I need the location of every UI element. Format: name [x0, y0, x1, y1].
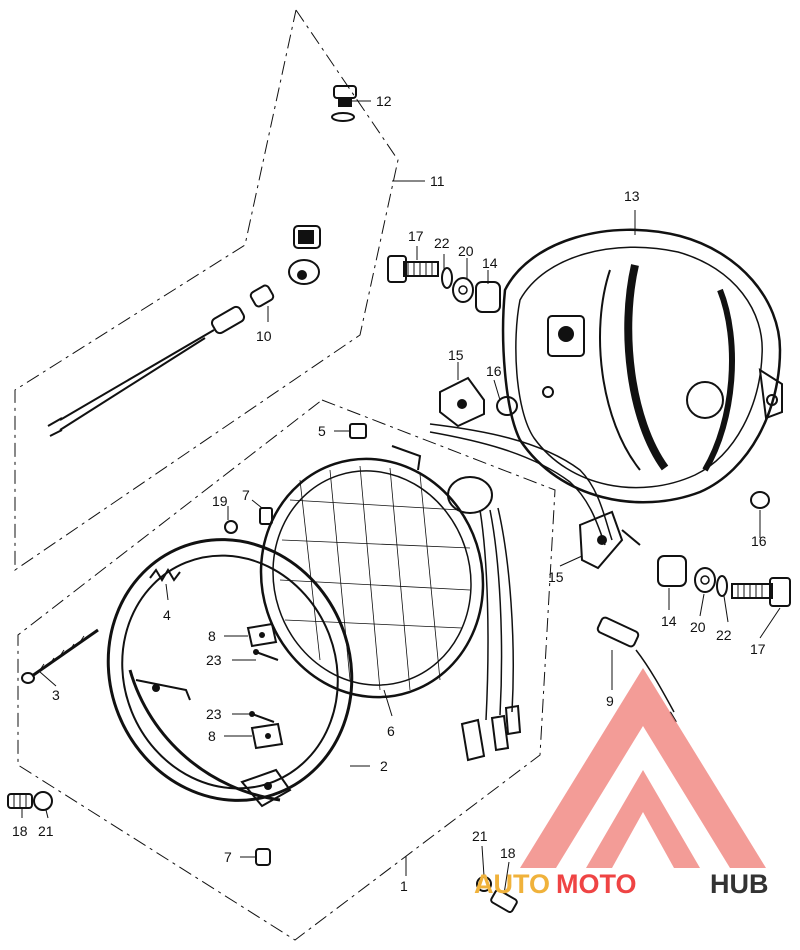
part-7-screw-lower — [255, 848, 271, 866]
label-8-upper: 8 — [208, 628, 216, 644]
label-14-lower: 14 — [661, 613, 677, 629]
lower-mount-hardware — [657, 555, 791, 607]
label-15-upper: 15 — [448, 347, 464, 363]
label-18-right: 18 — [500, 845, 516, 861]
part-23-screw-lower — [249, 711, 275, 723]
part-21-washer-left — [33, 791, 53, 811]
watermark-hub: HUB — [710, 869, 769, 899]
automotohub-logo — [520, 668, 766, 868]
label-7-upper: 7 — [242, 487, 250, 503]
label-11: 11 — [430, 173, 445, 189]
label-14-upper: 14 — [482, 255, 498, 271]
part-18-bolt-left — [7, 793, 33, 809]
label-17-upper: 17 — [408, 228, 424, 244]
part-6-sealed-beam — [259, 445, 522, 762]
part-23-screw-upper — [253, 649, 279, 661]
label-23-upper: 23 — [206, 652, 222, 668]
label-1: 1 — [400, 878, 408, 894]
part-21-washer-right — [476, 876, 492, 892]
part-8-clip-lower — [250, 722, 284, 750]
label-21-left-visible: 21 — [38, 823, 54, 839]
part-5-nut — [349, 423, 367, 439]
label-6: 6 — [387, 723, 395, 739]
label-17-lower: 17 — [750, 641, 766, 657]
part-12-cap — [331, 85, 357, 122]
label-12: 12 — [376, 93, 392, 109]
part-3-adjusting-screw — [21, 628, 99, 684]
part-7-screw-upper — [259, 507, 273, 525]
label-19: 19 — [212, 493, 228, 509]
label-18-left: 18 — [12, 823, 28, 839]
label-22-lower: 22 — [716, 627, 732, 643]
part-2-headlight-rim — [106, 538, 354, 808]
label-13: 13 — [624, 188, 640, 204]
label-8-lower: 8 — [208, 728, 216, 744]
callout-labels: 12 11 10 13 17 22 20 14 15 16 5 19 7 4 8… — [12, 93, 767, 894]
group-outline-11 — [14, 9, 399, 571]
label-21-right-visible: 21 — [472, 828, 488, 844]
upper-mount-hardware — [387, 255, 501, 313]
part-18-bolt-right — [490, 889, 518, 913]
label-5: 5 — [318, 423, 326, 439]
part-10-socket-cable — [47, 225, 321, 437]
part-16-grommet-upper — [496, 396, 518, 416]
part-19-nut — [224, 520, 238, 534]
part-16-grommet-lower — [750, 491, 770, 509]
label-10: 10 — [256, 328, 272, 344]
label-4: 4 — [163, 607, 171, 623]
label-nine: 9 — [606, 693, 614, 709]
part-4-adjusting-spring — [149, 568, 181, 582]
label-22-upper: 22 — [434, 235, 450, 251]
group-outline-1 — [17, 399, 556, 941]
label-2: 2 — [380, 758, 388, 774]
label-15-lower: 15 — [548, 569, 564, 585]
label-20-lower: 20 — [690, 619, 706, 635]
label-3: 3 — [52, 687, 60, 703]
label-16-lower: 16 — [751, 533, 767, 549]
part-15-wire-clamp-lower — [578, 510, 641, 570]
leader-lines — [21, 100, 781, 895]
label-23-lower: 23 — [206, 706, 222, 722]
watermark-moto: MOTO — [556, 869, 637, 899]
part-13-headlight-case — [501, 228, 783, 504]
label-7-lower: 7 — [224, 849, 232, 865]
watermark-auto: AUTO — [474, 869, 550, 899]
label-16-upper: 16 — [486, 363, 502, 379]
part-8-clip-upper — [246, 622, 278, 648]
label-20-upper: 20 — [458, 243, 474, 259]
